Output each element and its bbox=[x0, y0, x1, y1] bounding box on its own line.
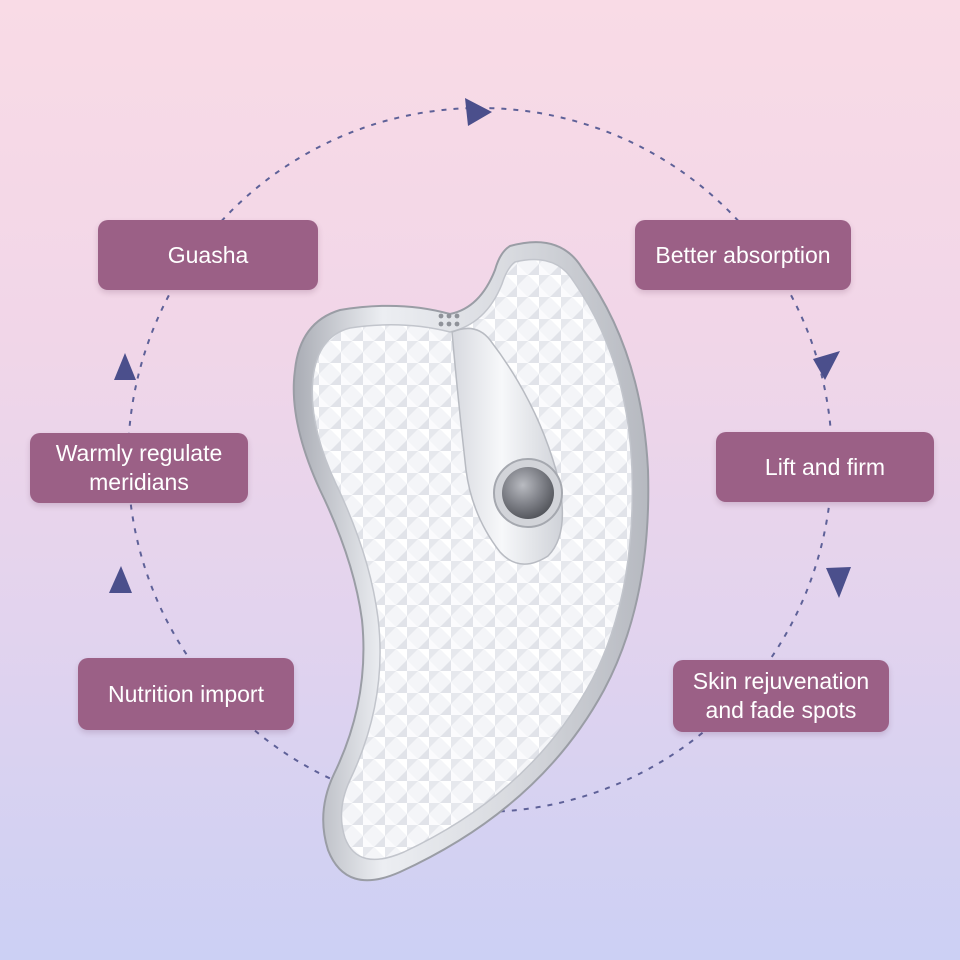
label-lift-and-firm: Lift and firm bbox=[716, 432, 934, 502]
arrow-icon bbox=[813, 351, 840, 380]
arrow-icon bbox=[465, 98, 492, 126]
label-guasha: Guasha bbox=[98, 220, 318, 290]
label-nutrition-import: Nutrition import bbox=[78, 658, 294, 730]
label-warmly-regulate-meridians: Warmly regulate meridians bbox=[30, 433, 248, 503]
arrow-icon bbox=[114, 353, 136, 380]
arrow-icon bbox=[109, 566, 132, 593]
arrow-icon bbox=[826, 567, 851, 598]
label-better-absorption: Better absorption bbox=[635, 220, 851, 290]
guasha-device-image bbox=[292, 241, 650, 882]
label-skin-rejuvenation: Skin rejuvenation and fade spots bbox=[673, 660, 889, 732]
